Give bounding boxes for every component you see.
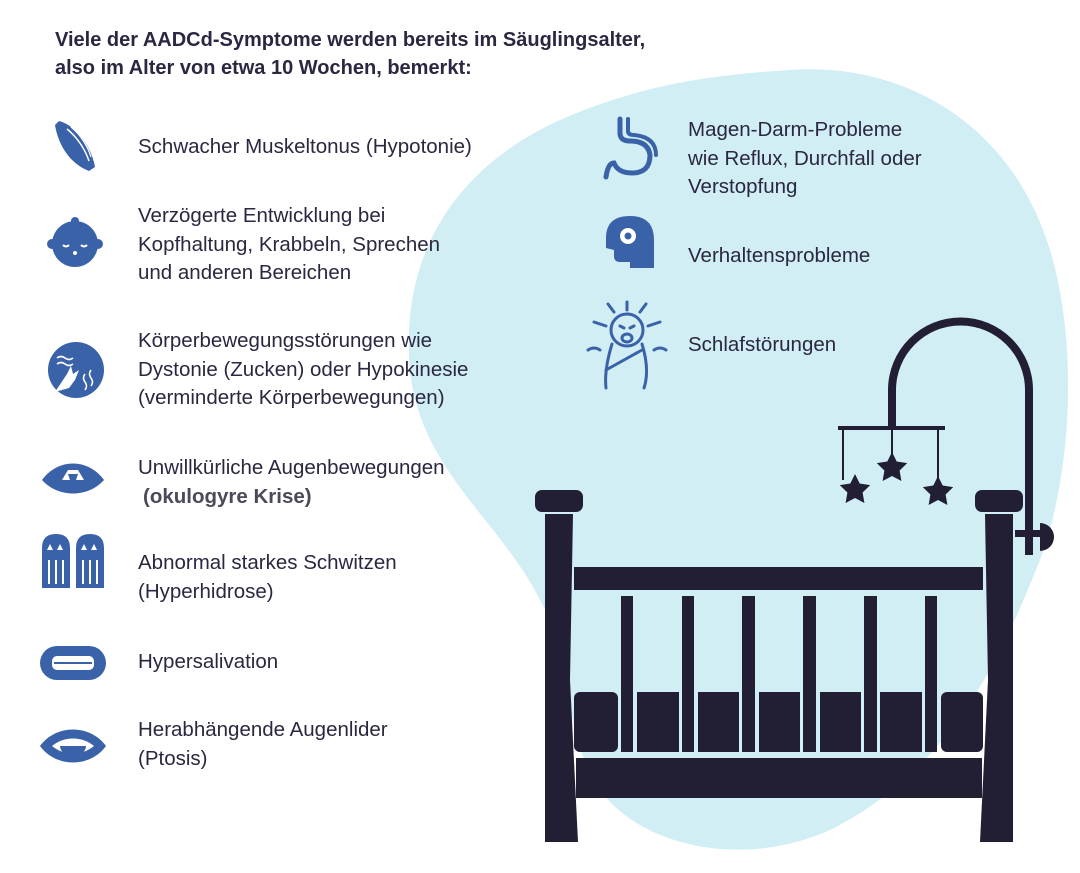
symptom-text: wie Reflux, Durchfall oder — [688, 146, 922, 170]
drooping-eyelid-icon — [38, 716, 108, 776]
crib — [535, 317, 1054, 842]
symptom-hyperhidrose: Abnormal starkes Schwitzen (Hyperhidrose… — [138, 549, 397, 606]
symptom-text: Kopfhaltung, Krabbeln, Sprechen — [138, 232, 441, 256]
symptom-entwicklung: Verzögerte Entwicklung bei Kopfhaltung, … — [138, 202, 440, 288]
title-line-1: Viele der AADCd-Symptome werden bereits … — [55, 29, 646, 51]
symptom-text: und anderen Bereichen — [138, 261, 352, 284]
baby-face-icon — [45, 212, 105, 272]
symptom-text: (okulogyre Krise) — [143, 484, 312, 508]
symptom-text: Magen-Darm-Probleme — [688, 118, 903, 141]
stomach-icon — [598, 115, 664, 181]
symptom-bewegungsstoerungen: Körperbewegungsstörungen wie Dystonie (Z… — [138, 327, 468, 413]
title-line-2: also im Alter von etwa 10 Wochen, bemerk… — [55, 57, 472, 79]
symptom-text: Verzögerte Entwicklung bei — [138, 204, 386, 227]
symptom-text: Schlafstörungen — [688, 333, 837, 356]
eye-rolling-icon — [40, 448, 106, 508]
symptom-text: Herabhängende Augenlider — [138, 718, 388, 741]
symptom-text: (Ptosis) — [138, 746, 208, 770]
symptom-verhalten: Verhaltensprobleme — [688, 242, 870, 271]
star-icon — [876, 452, 908, 481]
symptom-text: Verhaltensprobleme — [688, 244, 871, 267]
symptom-text: (verminderte Körperbewegungen) — [138, 386, 445, 409]
muscle-icon — [45, 115, 105, 175]
star-icon — [839, 474, 871, 503]
symptom-hypotonie: Schwacher Muskeltonus (Hypotonie) — [138, 133, 472, 162]
symptom-text: (Hyperhidrose) — [138, 579, 274, 603]
sweating-hands-icon — [38, 530, 108, 592]
symptom-text: Abnormal starkes Schwitzen — [138, 551, 397, 574]
star-icon — [922, 476, 954, 505]
crying-baby-icon — [584, 300, 670, 392]
symptom-text: Körperbewegungsstörungen wie — [138, 329, 433, 352]
symptom-text: Verstopfung — [688, 175, 798, 198]
symptom-text: Schwacher Muskeltonus (Hypotonie) — [138, 135, 472, 158]
symptom-schlaf: Schlafstörungen — [688, 331, 836, 360]
symptom-ptosis: Herabhängende Augenlider (Ptosis) — [138, 716, 388, 773]
symptom-text: Unwillkürliche Augenbewegungen — [138, 456, 445, 479]
page-title: Viele der AADCd-Symptome werden bereits … — [55, 26, 645, 82]
symptom-text: Hypersalivation — [138, 650, 279, 673]
head-gear-icon — [598, 212, 658, 272]
mobile-clamp — [1015, 530, 1043, 537]
mouth-drool-icon — [38, 632, 108, 692]
shaking-hand-icon — [45, 340, 105, 400]
symptom-magen-darm: Magen-Darm-Probleme wie Reflux, Durchfal… — [688, 116, 922, 202]
symptom-hypersalivation: Hypersalivation — [138, 648, 278, 677]
symptom-augenbewegungen: Unwillkürliche Augenbewegungen (okulogyr… — [138, 454, 445, 511]
symptom-text: Dystonie (Zucken) oder Hypokinesie — [138, 357, 469, 381]
